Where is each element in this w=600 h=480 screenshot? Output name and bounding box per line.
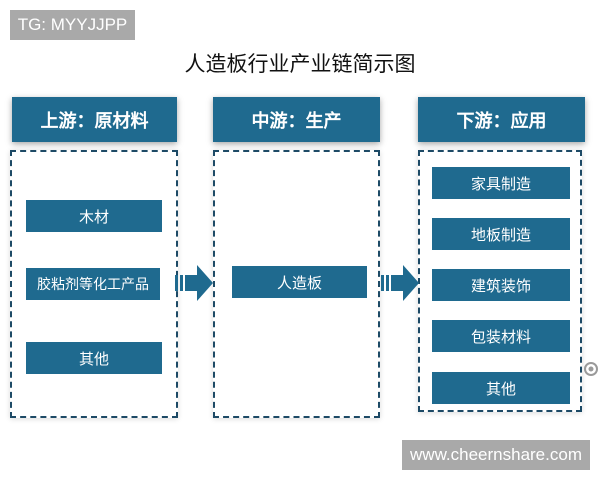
diagram-title: 人造板行业产业链简示图 xyxy=(184,52,416,76)
midstream-box xyxy=(213,150,380,418)
watermark-url: www.cheernshare.com xyxy=(402,440,590,470)
downstream-box xyxy=(418,150,582,412)
header-upstream: 上游：原材料 xyxy=(12,97,177,142)
downstream-item: 建筑装饰 xyxy=(432,269,570,301)
upstream-item: 其他 xyxy=(26,342,162,374)
downstream-item: 其他 xyxy=(432,372,570,404)
upstream-item: 木材 xyxy=(26,200,162,232)
downstream-item: 包装材料 xyxy=(432,320,570,352)
arrow-right-icon xyxy=(175,265,213,301)
downstream-item: 家具制造 xyxy=(432,167,570,199)
header-downstream: 下游：应用 xyxy=(418,97,585,142)
watermark-tag: TG: MYYJJPP xyxy=(10,10,135,40)
midstream-item: 人造板 xyxy=(232,266,367,298)
watermark-logo-icon xyxy=(584,362,598,376)
upstream-item: 胶粘剂等化工产品 xyxy=(26,268,160,300)
header-midstream: 中游：生产 xyxy=(213,97,380,142)
arrow-right-icon xyxy=(381,265,419,301)
downstream-item: 地板制造 xyxy=(432,218,570,250)
